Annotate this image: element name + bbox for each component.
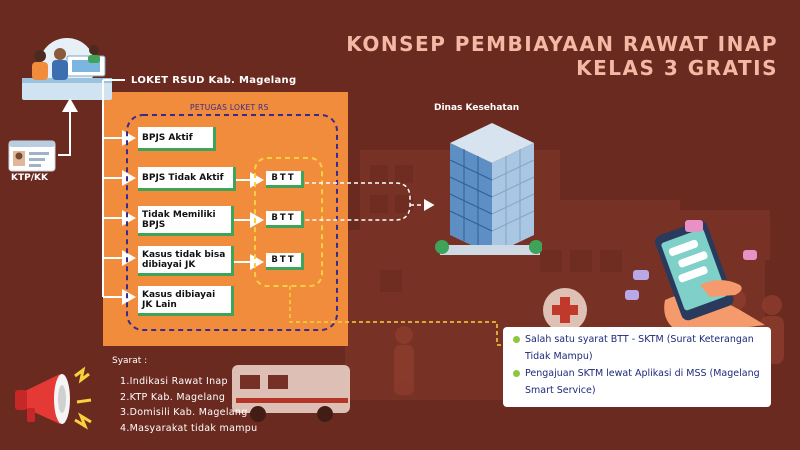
ktp-to-loket-arrow (58, 98, 78, 156)
smartphone-hand-icon (625, 220, 765, 335)
title-line-2: KELAS 3 GRATIS (576, 56, 778, 80)
btt-box-1: BTT (266, 171, 304, 188)
btt-label: BTT (271, 213, 296, 223)
card-kasus-tidak-dibiayai-jk: Kasus tidak bisa dibiayai JK (138, 246, 234, 276)
syarat-title: Syarat : (112, 356, 148, 366)
btt-box-2: BTT (266, 211, 304, 228)
btt-dashed-box (254, 157, 323, 287)
card-label: BPJS Aktif (142, 132, 193, 143)
loket-label: LOKET RSUD Kab. Magelang (131, 75, 297, 86)
counter-illustration (22, 38, 112, 100)
info-item: Pengajuan SKTM lewat Aplikasi di MSS (Ma… (513, 365, 771, 399)
title-line-1: KONSEP PEMBIAYAAN RAWAT INAP (346, 32, 778, 56)
info-box (503, 327, 771, 407)
card-label: Tidak Memiliki BPJS (142, 209, 216, 230)
info-item: Salah satu syarat BTT - SKTM (Surat Kete… (513, 331, 771, 365)
card-bpjs-tidak-aktif: BPJS Tidak Aktif (138, 167, 236, 191)
card-label: BPJS Tidak Aktif (142, 172, 224, 183)
card-tidak-memiliki-bpjs: Tidak Memiliki BPJS (138, 206, 234, 236)
megaphone-icon (15, 366, 92, 430)
card-label: Kasus dibiayai JK Lain (142, 289, 216, 310)
title: KONSEP PEMBIAYAAN RAWAT INAP KELAS 3 GRA… (346, 32, 778, 80)
card-kasus-dibiayai-jk-lain: Kasus dibiayai JK Lain (138, 286, 234, 316)
btt-to-dinas-dashed (305, 182, 411, 221)
dinas-kesehatan-label: Dinas Kesehatan (434, 103, 520, 113)
office-building-icon (435, 123, 542, 255)
syarat-item: 3.Domisili Kab. Magelang (120, 407, 248, 418)
id-card-icon (8, 140, 56, 172)
syarat-item: 2.KTP Kab. Magelang (120, 391, 226, 403)
syarat-list: 1.Indikasi Rawat Inap 2.KTP Kab. Magelan… (120, 374, 257, 436)
btt-label: BTT (271, 255, 296, 265)
btt-box-3: BTT (266, 253, 304, 270)
petugas-dashed-box (126, 114, 338, 331)
petugas-label: PETUGAS LOKET RS (190, 103, 269, 112)
card-label: Kasus tidak bisa dibiayai JK (142, 249, 226, 270)
syarat-item: 1.Indikasi Rawat Inap (120, 376, 228, 387)
info-list: Salah satu syarat BTT - SKTM (Surat Kete… (513, 331, 771, 399)
syarat-item: 4.Masyarakat tidak mampu (120, 422, 258, 434)
ktp-label: KTP/KK (11, 173, 48, 183)
card-bpjs-aktif: BPJS Aktif (138, 127, 216, 151)
btt-to-info-dashed (289, 286, 505, 346)
btt-label: BTT (271, 173, 296, 183)
